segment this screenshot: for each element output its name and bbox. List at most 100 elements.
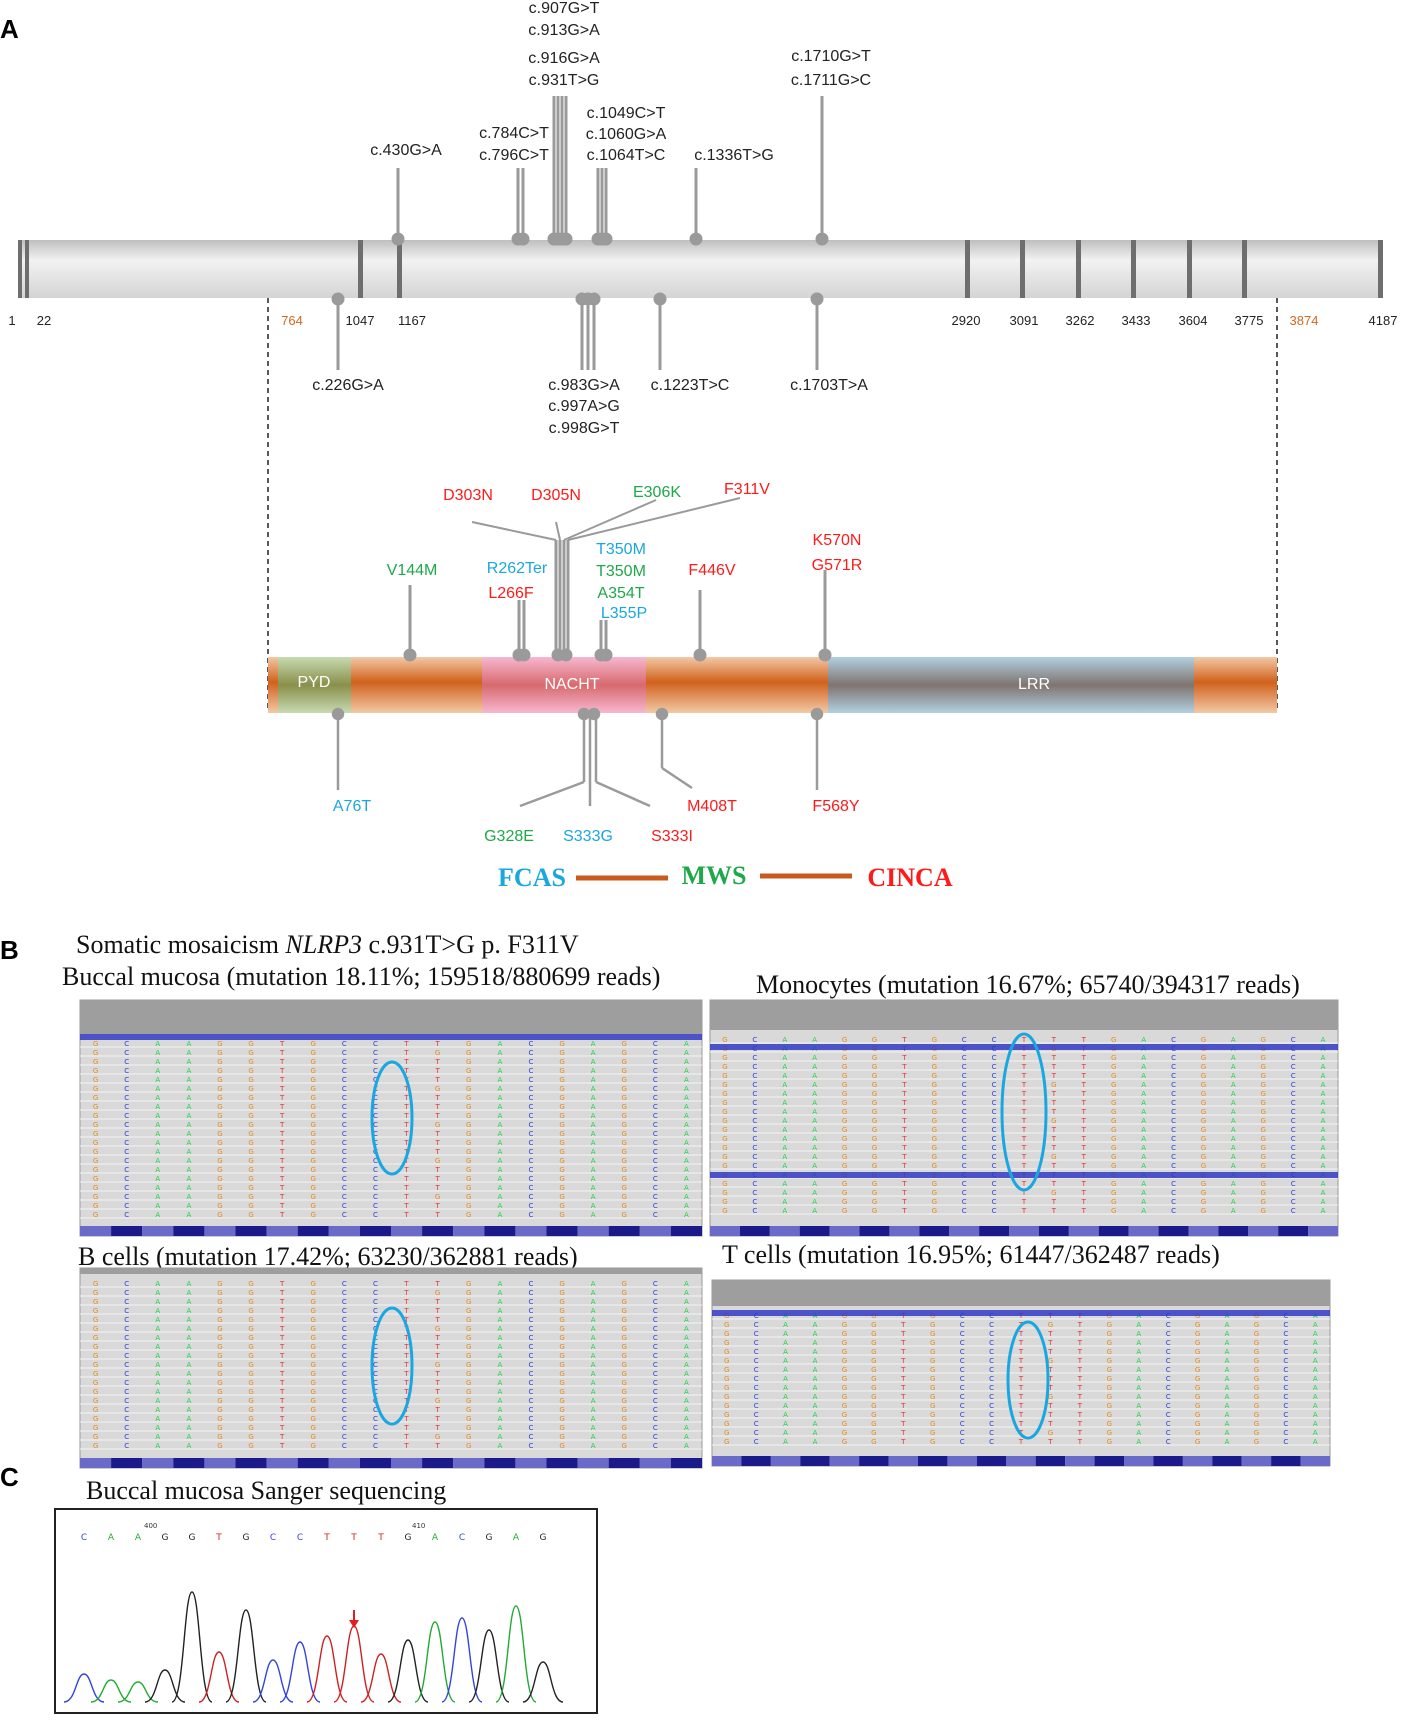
ruler-3604: 3604 — [1178, 313, 1208, 328]
svg-text:A: A — [186, 1139, 191, 1147]
svg-text:C: C — [1166, 1393, 1171, 1401]
svg-text:A: A — [591, 1397, 596, 1405]
svg-text:T: T — [279, 1157, 285, 1165]
svg-text:A: A — [591, 1211, 596, 1219]
svg-text:C: C — [992, 1162, 997, 1170]
sanger-peak — [198, 1651, 240, 1703]
svg-text:T: T — [403, 1040, 409, 1048]
svg-text:G: G — [1107, 1357, 1112, 1365]
svg-text:G: G — [559, 1067, 564, 1075]
svg-text:C: C — [992, 1189, 997, 1197]
svg-text:T: T — [403, 1130, 409, 1138]
svg-text:T: T — [403, 1166, 409, 1174]
svg-text:C: C — [1171, 1108, 1176, 1116]
svg-text:A: A — [155, 1352, 160, 1360]
svg-text:C: C — [529, 1184, 534, 1192]
svg-text:C: C — [373, 1157, 378, 1165]
svg-text:A: A — [591, 1085, 596, 1093]
svg-text:G: G — [622, 1157, 627, 1165]
svg-text:C: C — [962, 1099, 967, 1107]
svg-text:T: T — [403, 1067, 409, 1075]
svg-text:C: C — [1291, 1189, 1296, 1197]
svg-text:C: C — [124, 1121, 129, 1129]
svg-text:G: G — [724, 1357, 729, 1365]
svg-text:G: G — [724, 1330, 729, 1338]
svg-text:G: G — [248, 1058, 253, 1066]
svg-text:C: C — [653, 1139, 658, 1147]
svg-text:A: A — [497, 1415, 502, 1423]
svg-text:A: A — [1141, 1135, 1146, 1143]
svg-text:C: C — [1171, 1162, 1176, 1170]
svg-text:A: A — [813, 1438, 818, 1446]
legend-cinca: CINCA — [867, 863, 953, 892]
svg-text:G: G — [622, 1361, 627, 1369]
gene-label: c.1049C>T — [586, 105, 666, 122]
svg-text:A: A — [813, 1384, 818, 1392]
ruler-22: 22 — [36, 313, 52, 328]
svg-text:A: A — [155, 1442, 160, 1450]
svg-text:C: C — [529, 1058, 534, 1066]
svg-text:G: G — [932, 1072, 937, 1080]
svg-text:G: G — [559, 1361, 564, 1369]
svg-text:G: G — [1107, 1429, 1112, 1437]
svg-text:T: T — [435, 1076, 441, 1084]
svg-text:G: G — [1111, 1054, 1116, 1062]
svg-text:A: A — [1321, 1081, 1326, 1089]
svg-text:A: A — [497, 1343, 502, 1351]
svg-text:T: T — [403, 1058, 409, 1066]
svg-text:G: G — [622, 1202, 627, 1210]
svg-text:A: A — [813, 1348, 818, 1356]
svg-text:G: G — [248, 1103, 253, 1111]
gene-label: c.784C>T — [479, 125, 549, 142]
svg-text:A: A — [186, 1103, 191, 1111]
svg-text:A: A — [1313, 1402, 1318, 1410]
svg-text:G: G — [93, 1316, 98, 1324]
svg-text:G: G — [1107, 1330, 1112, 1338]
svg-text:A: A — [591, 1280, 596, 1288]
svg-text:G: G — [1254, 1402, 1259, 1410]
svg-text:A: A — [186, 1076, 191, 1084]
svg-text:A: A — [1321, 1198, 1326, 1206]
svg-text:G: G — [93, 1442, 98, 1450]
protein-mutation-label: D303N — [443, 487, 493, 504]
svg-text:T: T — [1081, 1198, 1087, 1206]
svg-text:A: A — [497, 1211, 502, 1219]
svg-text:C: C — [1166, 1321, 1171, 1329]
ruler-4187: 4187 — [1368, 313, 1398, 328]
svg-text:G: G — [559, 1184, 564, 1192]
svg-text:T: T — [403, 1094, 409, 1102]
svg-text:C: C — [124, 1067, 129, 1075]
svg-text:A: A — [1136, 1366, 1141, 1374]
svg-text:G: G — [93, 1334, 98, 1342]
svg-text:G: G — [559, 1352, 564, 1360]
svg-text:G: G — [217, 1289, 222, 1297]
svg-text:A: A — [684, 1157, 689, 1165]
svg-text:T: T — [435, 1184, 441, 1192]
svg-text:G: G — [722, 1081, 727, 1089]
svg-text:G: G — [1107, 1366, 1112, 1374]
svg-text:G: G — [217, 1388, 222, 1396]
svg-text:A: A — [783, 1339, 788, 1347]
svg-text:T: T — [1051, 1054, 1057, 1062]
svg-text:G: G — [1048, 1393, 1053, 1401]
svg-text:G: G — [930, 1393, 935, 1401]
legend-fcas: FCAS — [498, 863, 566, 892]
svg-text:C: C — [373, 1433, 378, 1441]
svg-text:C: C — [124, 1442, 129, 1450]
svg-text:A: A — [1313, 1411, 1318, 1419]
svg-text:A: A — [813, 1375, 818, 1383]
svg-text:G: G — [722, 1117, 727, 1125]
svg-text:A: A — [684, 1175, 689, 1183]
svg-text:C: C — [1171, 1153, 1176, 1161]
sanger-base-call: A — [135, 1533, 142, 1543]
panel-label-a: A — [0, 14, 19, 44]
svg-text:C: C — [1283, 1420, 1288, 1428]
protein-stems-below — [331, 707, 824, 808]
svg-text:C: C — [124, 1280, 129, 1288]
svg-text:A: A — [1136, 1438, 1141, 1446]
svg-text:A: A — [186, 1325, 191, 1333]
svg-text:A: A — [497, 1307, 502, 1315]
svg-text:G: G — [559, 1433, 564, 1441]
svg-text:T: T — [1018, 1375, 1024, 1383]
svg-text:G: G — [842, 1162, 847, 1170]
